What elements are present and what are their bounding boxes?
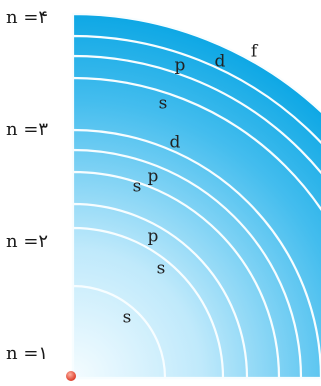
sublevel-3d: d: [169, 132, 181, 153]
level-label-n4: n =۴: [6, 7, 49, 28]
sublevel-4f: f: [250, 41, 258, 62]
sublevel-3s: s: [132, 176, 142, 197]
sublevel-2s: s: [156, 258, 166, 279]
sublevel-4s: s: [158, 93, 168, 114]
level-label-n2: n =۲: [6, 231, 49, 252]
shell-1s: [71, 284, 167, 380]
sublevel-3p: p: [147, 166, 159, 187]
level-label-n1: n =۱: [6, 343, 49, 364]
sublevel-4d: d: [214, 51, 226, 72]
sublevel-2p: p: [147, 226, 159, 247]
level-label-n3: n =۳: [6, 119, 49, 140]
nucleus-dot-icon: [66, 371, 76, 381]
sublevel-4p: p: [174, 55, 186, 76]
sublevel-1s: s: [122, 307, 132, 328]
